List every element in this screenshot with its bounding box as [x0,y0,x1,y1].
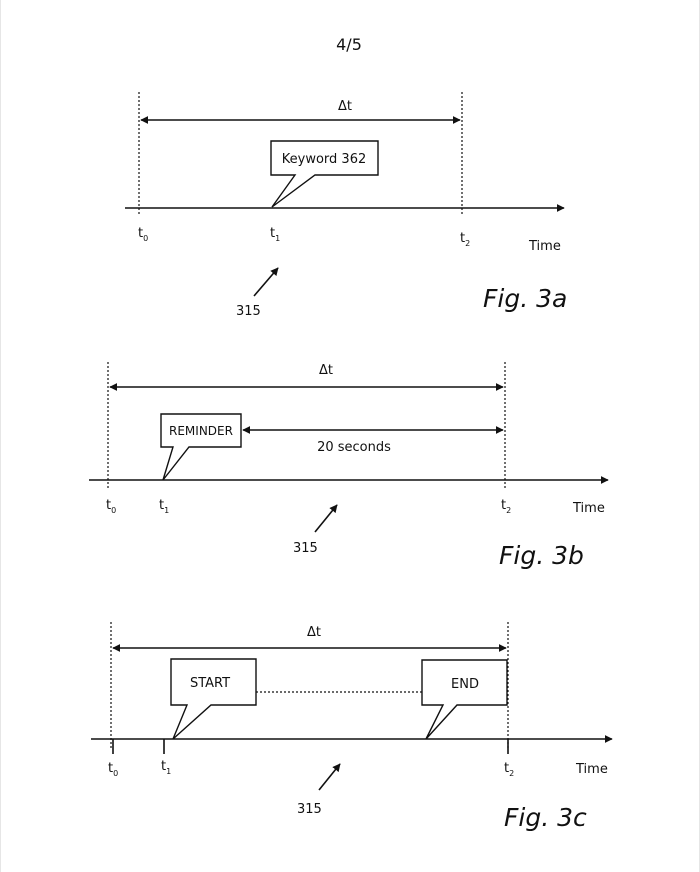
reference-arrow [254,268,278,296]
reference-numeral: 315 [236,304,261,319]
tick-sub: 0 [143,234,148,243]
tick-sub: 2 [509,769,514,778]
tick-sub: 0 [113,769,118,778]
delta-t-label: Δt [338,99,352,114]
figure-3a: Δt Keyword 362 t0 t1 t2 Time 315 Fig. 3a [125,92,567,319]
tick-sub: 1 [164,506,169,515]
tick-t1: t1 [159,498,169,515]
start-callout-label: START [190,676,230,691]
time-label: Time [575,762,608,777]
tick-t1: t1 [270,226,280,243]
keyword-callout-label: Keyword 362 [282,152,366,167]
figure-3c: Δt START END t0 t1 t2 Time 315 Fig. 3c [91,622,612,832]
start-callout [171,659,256,739]
delta-t-label: Δt [319,363,333,378]
tick-t0: t0 [108,761,118,778]
tick-t2: t2 [504,761,514,778]
tick-sub: 2 [465,239,470,248]
delta-t-label: Δt [307,625,321,640]
tick-t1: t1 [161,759,171,776]
tick-t0: t0 [106,498,116,515]
figure-caption: Fig. 3b [499,541,584,570]
reminder-callout-label: REMINDER [169,424,233,438]
interval-label: 20 seconds [317,440,391,455]
end-callout-label: END [451,677,479,692]
time-label: Time [528,239,561,254]
reference-numeral: 315 [297,802,322,817]
tick-sub: 2 [506,506,511,515]
keyword-callout [271,141,378,207]
tick-t2: t2 [460,231,470,248]
page-number: 4/5 [336,35,362,54]
time-label: Time [572,501,605,516]
figure-3b: Δt REMINDER 20 seconds t0 t1 t2 Time 315… [89,362,608,570]
figure-caption: Fig. 3c [504,803,587,832]
reference-arrow [319,764,340,790]
reference-numeral: 315 [293,541,318,556]
tick-sub: 0 [111,506,116,515]
tick-sub: 1 [166,767,171,776]
tick-t0: t0 [138,226,148,243]
tick-sub: 1 [275,234,280,243]
tick-t2: t2 [501,498,511,515]
reference-arrow [315,505,337,532]
figure-caption: Fig. 3a [483,284,567,313]
end-callout [422,660,507,739]
